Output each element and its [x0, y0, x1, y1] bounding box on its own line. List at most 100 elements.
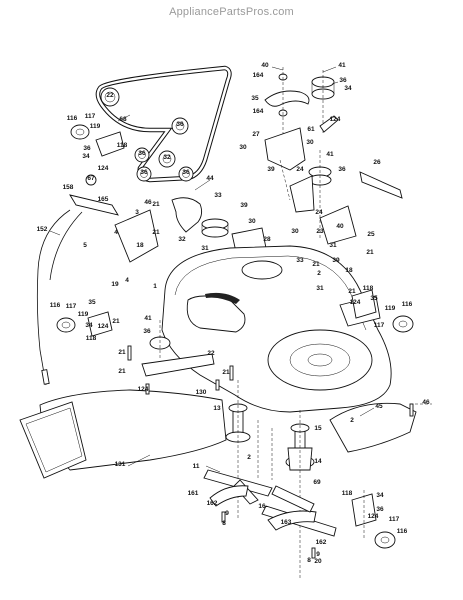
- part-number-label: 9: [225, 510, 229, 517]
- part-number-label: 30: [306, 139, 314, 146]
- part-number-label: 68: [119, 116, 127, 123]
- part-number-label: 41: [144, 315, 152, 322]
- part-number-label: 1: [153, 283, 157, 290]
- part-number-label: 36: [143, 328, 151, 335]
- part-number-label: 124: [350, 299, 361, 306]
- part-number-label: 15: [314, 425, 322, 432]
- part-number-label: 124: [368, 513, 379, 520]
- part-number-label: 41: [338, 62, 346, 69]
- part-number-label: 33: [214, 192, 222, 199]
- part-number-label: 41: [326, 151, 334, 158]
- part-number-label: 25: [367, 231, 375, 238]
- hardware-bolts: [127, 345, 414, 559]
- part-number-label: 21: [348, 288, 356, 295]
- leader-lines: [49, 66, 375, 473]
- part-number-label: 117: [85, 113, 96, 120]
- part-number-label: 2: [247, 454, 251, 461]
- part-number-label: 32: [163, 154, 171, 161]
- blades: [203, 469, 337, 537]
- part-number-label: 2: [350, 417, 354, 424]
- part-number-label: 27: [252, 131, 260, 138]
- part-number-label: 36: [138, 150, 146, 157]
- part-number-label: 31: [316, 285, 324, 292]
- part-number-label: 21: [112, 318, 120, 325]
- discharge-chute: [19, 389, 227, 479]
- deflector-right: [329, 402, 432, 453]
- part-number-label: 36: [376, 506, 384, 513]
- part-number-label: 36: [182, 169, 190, 176]
- part-number-label: 61: [307, 126, 315, 133]
- part-number-label: 119: [90, 123, 101, 130]
- part-number-label: 67: [87, 175, 95, 182]
- part-number-label: 22: [106, 92, 114, 99]
- part-number-label: 5: [83, 242, 87, 249]
- part-number-label: 34: [82, 153, 90, 160]
- part-number-label: 119: [385, 305, 396, 312]
- part-number-label: 161: [188, 490, 199, 497]
- part-number-label: 164: [253, 72, 264, 79]
- part-number-label: 21: [152, 201, 160, 208]
- part-number-label: 117: [389, 516, 400, 523]
- part-number-label: 45: [375, 403, 383, 410]
- part-number-label: 23: [316, 228, 324, 235]
- part-number-label: 19: [111, 281, 119, 288]
- part-number-label: 116: [402, 301, 413, 308]
- part-number-label: 39: [332, 257, 340, 264]
- part-number-label: 117: [374, 322, 385, 329]
- part-number-label: 69: [313, 479, 321, 486]
- part-number-label: 8: [307, 557, 311, 564]
- part-number-label: 14: [314, 458, 322, 465]
- part-number-label: 35: [88, 299, 96, 306]
- part-number-label: 118: [117, 142, 128, 149]
- part-number-label: 4: [125, 277, 129, 284]
- part-number-label: 21: [118, 349, 126, 356]
- part-number-label: 39: [240, 202, 248, 209]
- part-number-label: 36: [140, 169, 148, 176]
- idler-right: [56, 289, 414, 337]
- part-number-label: 30: [239, 144, 247, 151]
- part-number-label: 11: [193, 463, 200, 470]
- part-number-label: 36: [83, 145, 91, 152]
- part-number-label: 46: [144, 199, 152, 206]
- part-number-label: 21: [152, 229, 160, 236]
- part-number-label: 33: [296, 257, 304, 264]
- part-number-label: 36: [338, 166, 346, 173]
- part-number-label: 16: [258, 503, 266, 510]
- part-number-label: 119: [78, 311, 89, 318]
- part-number-label: 162: [207, 500, 218, 507]
- part-number-label: 40: [261, 62, 269, 69]
- part-number-label: 21: [312, 261, 320, 268]
- part-number-label: 116: [397, 528, 408, 535]
- part-number-label: 2: [317, 270, 321, 277]
- part-number-label: 46: [422, 399, 430, 406]
- part-number-label: 158: [63, 184, 74, 191]
- part-number-label: 3: [135, 209, 139, 216]
- part-number-label: 117: [66, 303, 77, 310]
- part-number-label: 30: [248, 218, 256, 225]
- part-number-label: 20: [314, 558, 322, 565]
- part-number-label: 124: [98, 323, 109, 330]
- part-number-label: 39: [267, 166, 275, 173]
- idler-bottom-right: [351, 490, 396, 549]
- part-number-label: 36: [176, 121, 184, 128]
- part-number-label: 31: [329, 242, 337, 249]
- part-number-label: 44: [206, 175, 214, 182]
- part-number-label: 118: [342, 490, 353, 497]
- part-number-label: 116: [50, 302, 61, 309]
- part-number-label: 30: [291, 228, 299, 235]
- part-number-label: 118: [363, 285, 374, 292]
- part-number-label: 31: [201, 245, 209, 252]
- part-number-label: 24: [296, 166, 304, 173]
- part-number-label: 118: [86, 335, 97, 342]
- lift-cable: [36, 209, 83, 386]
- part-number-label: 165: [98, 196, 109, 203]
- part-number-label: 130: [196, 389, 207, 396]
- part-number-label: 35: [251, 95, 259, 102]
- belt-pulleys: [100, 87, 194, 182]
- part-number-label: 34: [344, 85, 352, 92]
- part-number-label: 28: [263, 236, 271, 243]
- part-number-label: 13: [213, 405, 221, 412]
- part-number-label: 162: [316, 539, 327, 546]
